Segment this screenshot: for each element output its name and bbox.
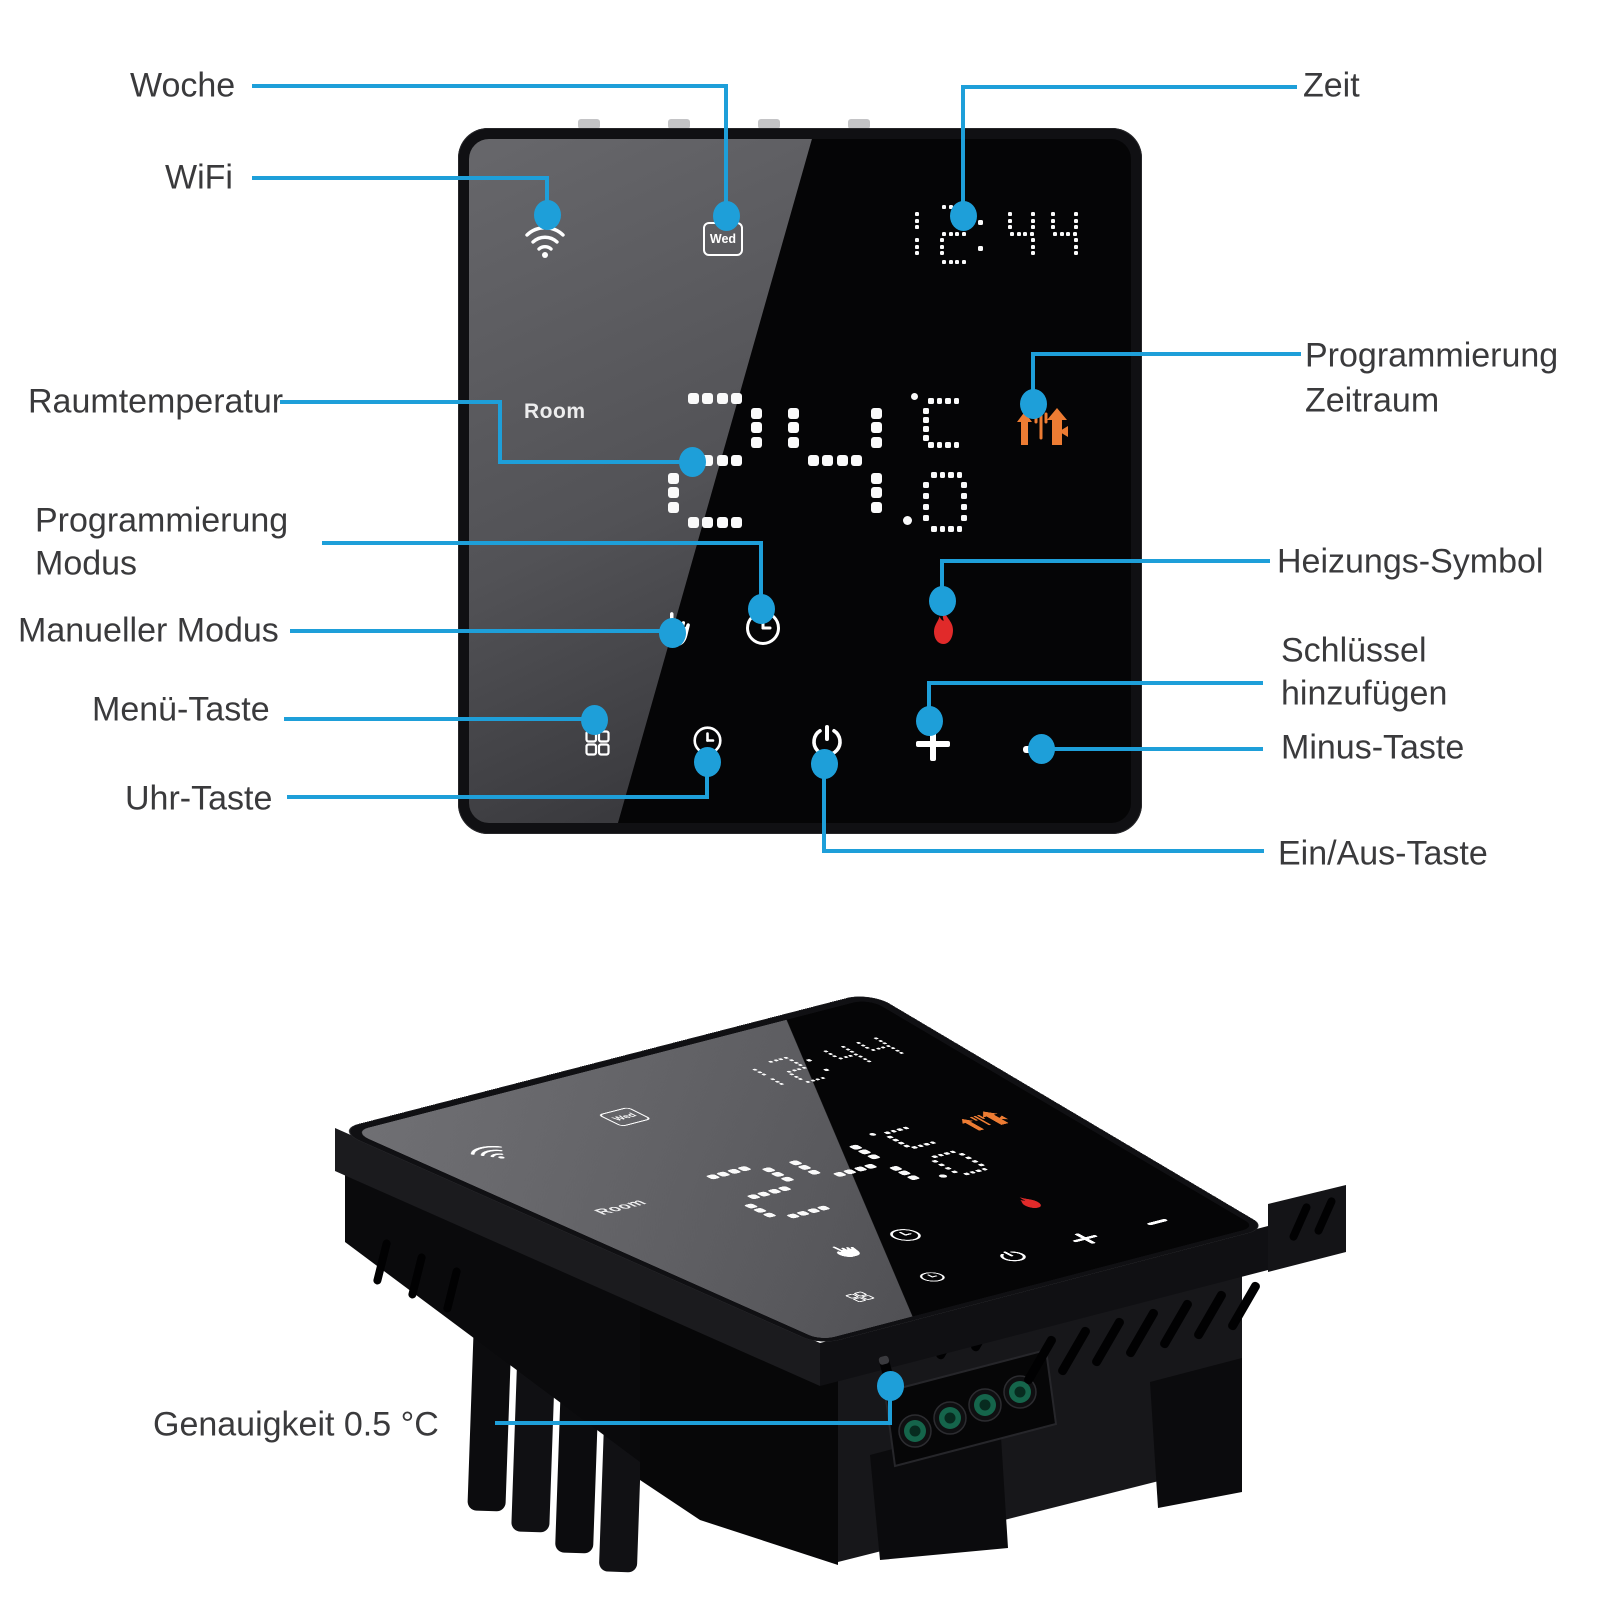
dot-heizung bbox=[928, 586, 956, 616]
dot-raumtemp bbox=[678, 447, 706, 477]
dot-progmodus bbox=[747, 594, 775, 624]
label-uhr-taste: Uhr-Taste bbox=[125, 779, 273, 818]
dot-zeitraum bbox=[1019, 389, 1047, 419]
dot-manuell bbox=[658, 618, 686, 648]
leader-minus-h bbox=[1043, 747, 1263, 751]
mount-clip bbox=[758, 119, 780, 129]
leader-wifi-v bbox=[545, 176, 549, 215]
bezel-rim-left bbox=[335, 1128, 820, 1386]
label-programmierung-modus-2: Modus bbox=[35, 544, 138, 583]
label-wifi: WiFi bbox=[165, 158, 233, 197]
dot-woche bbox=[712, 201, 740, 231]
leader-schluessel-h bbox=[927, 681, 1263, 685]
bezel-rim-right bbox=[820, 1226, 1268, 1386]
dot-minus bbox=[1027, 734, 1055, 764]
case-right-wedge bbox=[1268, 1185, 1346, 1272]
program-period-icon bbox=[1016, 405, 1068, 445]
dot-wifi bbox=[533, 200, 561, 230]
label-programmierung-zeitraum-2: Zeitraum bbox=[1305, 381, 1440, 420]
leader-progmodus-h bbox=[322, 541, 763, 545]
leader-progmodus-v bbox=[759, 541, 763, 609]
label-genauigkeit: Genauigkeit 0.5 °C bbox=[153, 1405, 439, 1444]
temp-unit-display bbox=[458, 128, 1142, 834]
leader-manuell-h bbox=[290, 629, 674, 633]
leader-woche-v bbox=[724, 84, 728, 217]
label-manueller-modus: Manueller Modus bbox=[18, 611, 279, 650]
dot-uhr bbox=[693, 747, 721, 777]
dot-einaus bbox=[810, 749, 838, 779]
room-temperature-display bbox=[458, 128, 1142, 834]
leader-menue-h bbox=[284, 717, 596, 721]
leader-raumtemp-v bbox=[498, 400, 502, 464]
leader-einaus-v bbox=[822, 764, 826, 853]
leader-uhr-v bbox=[705, 763, 709, 799]
label-ein-aus-taste: Ein/Aus-Taste bbox=[1278, 834, 1488, 873]
dot-plus bbox=[915, 706, 943, 736]
thermostat-screen bbox=[469, 139, 1131, 823]
temp-decimal-display bbox=[458, 128, 1142, 834]
vent-slits bbox=[936, 1281, 1260, 1385]
label-zeit: Zeit bbox=[1303, 66, 1360, 105]
label-raumtemperatur: Raumtemperatur bbox=[28, 382, 284, 421]
dot-menue bbox=[580, 705, 608, 735]
dot-genauigkeit bbox=[876, 1371, 904, 1401]
leader-raumtemp-h2 bbox=[498, 460, 694, 464]
leader-wifi-h bbox=[252, 176, 549, 180]
label-menue-taste: Menü-Taste bbox=[92, 690, 270, 729]
leader-heizung-v bbox=[940, 559, 944, 603]
mount-clip bbox=[578, 119, 600, 129]
leader-einaus-h bbox=[822, 849, 1264, 853]
leader-schluessel-v bbox=[927, 681, 931, 723]
dot-zeit bbox=[949, 201, 977, 231]
leader-zeitraum-h bbox=[1031, 352, 1301, 356]
label-programmierung-zeitraum-1: Programmierung bbox=[1305, 336, 1559, 375]
mount-clip bbox=[668, 119, 690, 129]
leader-raumtemp-h1 bbox=[280, 400, 502, 404]
leader-zeit-h bbox=[961, 85, 1297, 89]
label-schluessel-1: Schlüssel bbox=[1281, 631, 1427, 670]
label-heizungs-symbol: Heizungs-Symbol bbox=[1277, 542, 1544, 581]
label-programmierung-modus-1: Programmierung bbox=[35, 501, 289, 540]
label-woche: Woche bbox=[130, 66, 236, 105]
mount-clip bbox=[848, 119, 870, 129]
vent-slit bbox=[1289, 1203, 1311, 1241]
leader-woche-h bbox=[252, 84, 726, 88]
vent-slits-left bbox=[373, 1239, 461, 1313]
label-minus-taste: Minus-Taste bbox=[1281, 728, 1465, 767]
device-foot bbox=[1150, 1358, 1242, 1508]
leader-zeit-v bbox=[961, 85, 965, 216]
leader-genauigkeit-h bbox=[495, 1421, 892, 1425]
leader-genauigkeit-v bbox=[888, 1386, 892, 1425]
room-label: Room bbox=[524, 400, 586, 423]
vent-slit bbox=[1314, 1197, 1336, 1235]
leader-uhr-h bbox=[287, 795, 709, 799]
leader-heizung-h bbox=[940, 559, 1270, 563]
heating-flame-icon bbox=[929, 610, 959, 648]
label-schluessel-2: hinzufügen bbox=[1281, 674, 1448, 713]
leader-zeitraum-v bbox=[1031, 352, 1035, 404]
